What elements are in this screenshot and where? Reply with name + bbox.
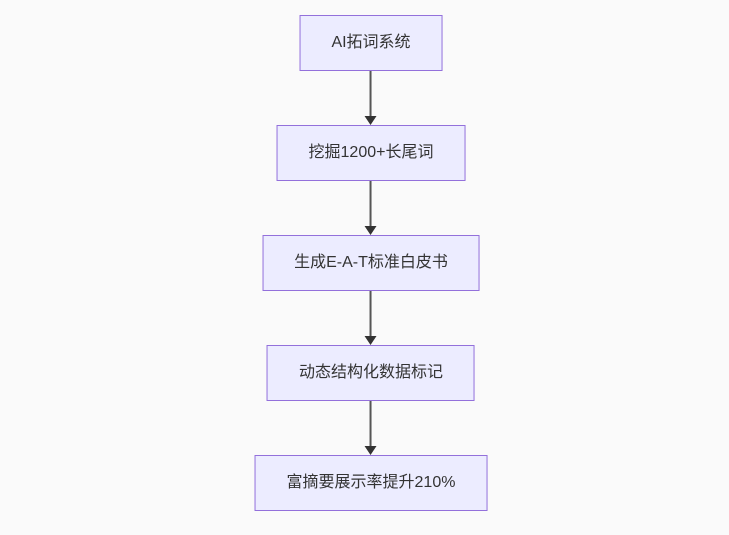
edge-line [370, 401, 372, 447]
flowchart: AI拓词系统 挖掘1200+长尾词 生成E-A-T标准白皮书 动态结构化数据标记… [254, 15, 488, 511]
flow-node-rich-snippet-rate-increase: 富摘要展示率提升210% [254, 455, 488, 511]
edge-line [370, 181, 372, 227]
edge-line [370, 291, 372, 337]
flow-node-ai-word-expansion-system: AI拓词系统 [299, 15, 443, 71]
arrow-down-icon [365, 446, 377, 455]
flow-edge-n2-n3 [365, 181, 377, 235]
arrow-down-icon [365, 226, 377, 235]
flow-edge-n4-n5 [365, 401, 377, 455]
edge-line [370, 71, 372, 117]
arrow-down-icon [365, 116, 377, 125]
flow-edge-n1-n2 [365, 71, 377, 125]
flow-node-dynamic-structured-data-markup: 动态结构化数据标记 [266, 345, 475, 401]
flow-node-mine-longtail-keywords: 挖掘1200+长尾词 [276, 125, 466, 181]
arrow-down-icon [365, 336, 377, 345]
flow-node-generate-eat-whitepaper: 生成E-A-T标准白皮书 [262, 235, 480, 291]
flow-edge-n3-n4 [365, 291, 377, 345]
